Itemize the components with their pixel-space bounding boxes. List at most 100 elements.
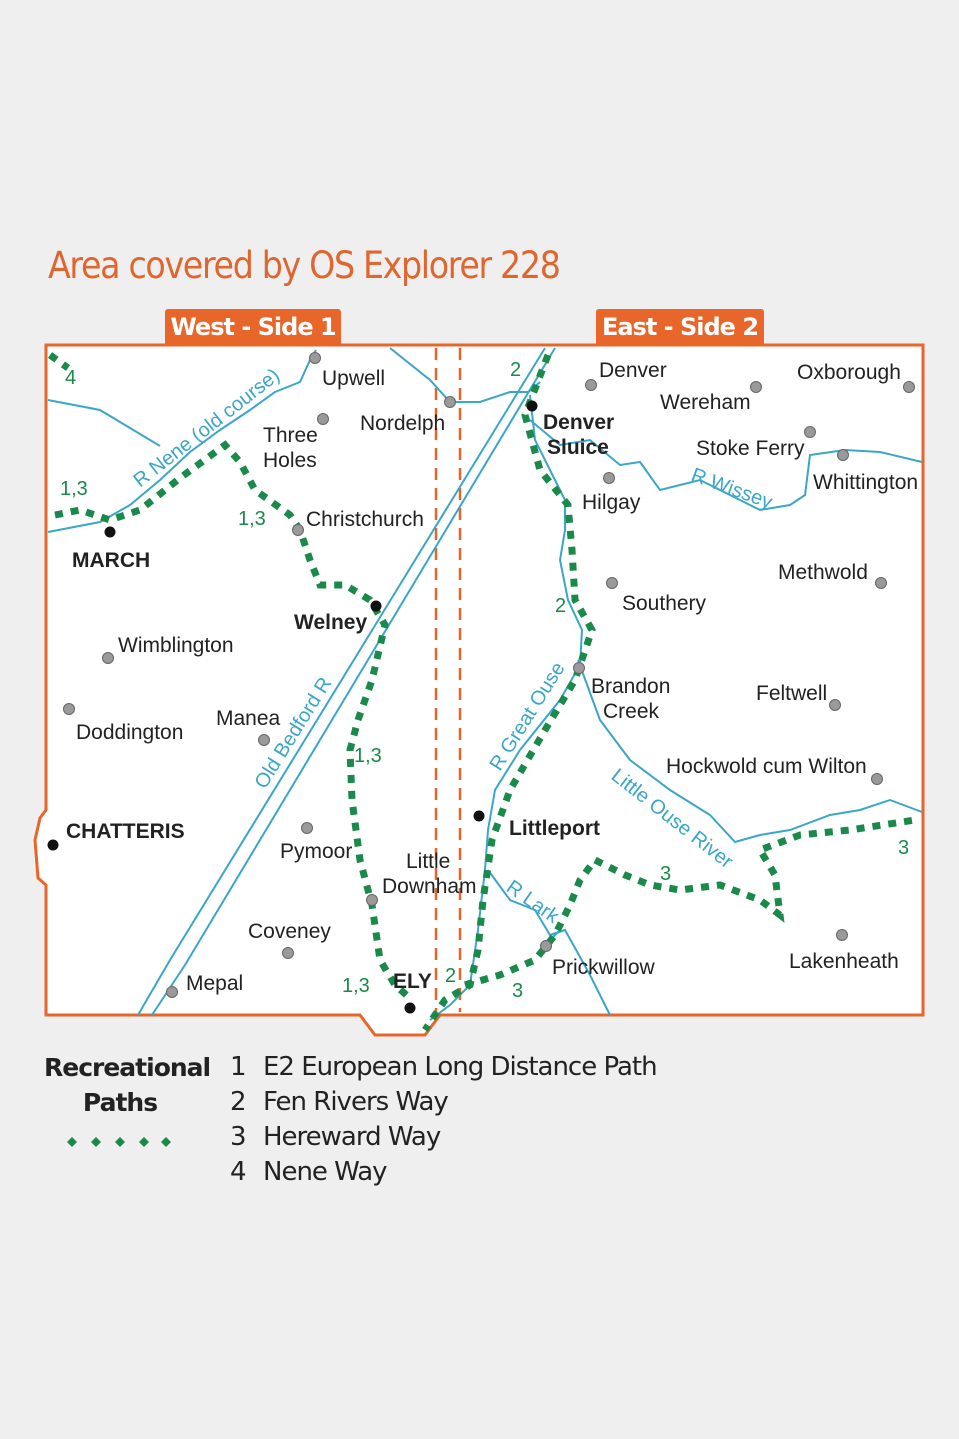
path-number-label: 3 (512, 980, 523, 1002)
town-label: Methwold (778, 561, 868, 584)
town-marker (63, 703, 75, 715)
town-marker (301, 822, 313, 834)
town-label: Downham (382, 875, 477, 898)
legend-item: 4 Nene Way (230, 1155, 657, 1190)
major-town-marker (47, 839, 59, 851)
legend-label: Hereward Way (263, 1122, 441, 1152)
town-marker (317, 413, 329, 425)
town-marker (166, 986, 178, 998)
town-marker (585, 379, 597, 391)
path-number-label: 2 (445, 965, 456, 987)
town-label: Denver (543, 411, 614, 434)
legend-label: Nene Way (263, 1157, 388, 1187)
town-label: Denver (599, 359, 667, 382)
town-marker (573, 662, 585, 674)
legend-item: 3 Hereward Way (230, 1120, 657, 1155)
path-number-label: 1,3 (238, 508, 266, 530)
town-label: Southery (622, 592, 707, 615)
town-marker (258, 734, 270, 746)
major-town-marker (370, 600, 382, 612)
town-label: CHATTERIS (66, 820, 185, 843)
path-number-label: 2 (555, 595, 566, 617)
legend-item: 1 E2 European Long Distance Path (230, 1050, 658, 1085)
town-marker (836, 929, 848, 941)
town-label: Holes (263, 449, 317, 472)
tab-west-side-1[interactable]: West - Side 1 (165, 309, 341, 345)
town-label: Oxborough (797, 361, 901, 384)
legend-label: E2 European Long Distance Path (263, 1052, 658, 1082)
legend-num: 1 (230, 1052, 247, 1082)
town-label: Doddington (76, 721, 183, 744)
town-label: Sluice (547, 436, 609, 459)
legend-title-line1: Recreational (44, 1053, 211, 1082)
major-town-marker (404, 1002, 416, 1014)
town-label: Wereham (660, 391, 751, 414)
town-label: ELY (393, 970, 432, 993)
town-marker (603, 472, 615, 484)
town-marker (871, 773, 883, 785)
town-label: Mepal (186, 972, 243, 995)
town-label: Hockwold cum Wilton (666, 755, 867, 778)
town-label: Upwell (322, 367, 385, 390)
town-label: Wimblington (118, 634, 234, 657)
town-marker (829, 699, 841, 711)
town-label: Brandon (591, 675, 670, 698)
map-area-outline (33, 343, 925, 1037)
town-marker (444, 396, 456, 408)
river-west-drain (47, 399, 161, 447)
path-number-label: 1,3 (354, 745, 382, 767)
path-number-label: 3 (898, 837, 909, 859)
river-lark (487, 869, 611, 1016)
river-nene-old-course (47, 349, 317, 533)
town-marker (309, 352, 321, 364)
town-label: Hilgay (582, 491, 641, 514)
path-nene-way (47, 352, 71, 371)
town-label: Prickwillow (552, 956, 656, 979)
town-label: Pymoor (280, 840, 352, 863)
legend-num: 3 (230, 1122, 247, 1152)
legend-num: 4 (230, 1157, 247, 1187)
path-legend-swatch (67, 1137, 171, 1147)
path-2-fen-rivers (422, 353, 596, 1032)
river-old-bedford-1 (137, 347, 546, 1016)
legend-title: Recreational Paths (44, 1050, 211, 1120)
town-label: Welney (294, 611, 367, 634)
town-label: Coveney (248, 920, 331, 943)
town-label: Christchurch (306, 508, 424, 531)
town-label: Stoke Ferry (696, 437, 805, 460)
town-marker (875, 577, 887, 589)
path-number-label: 1,3 (60, 478, 88, 500)
map-title: Area covered by OS Explorer 228 (48, 244, 561, 287)
town-label: Nordelph (360, 412, 445, 435)
town-label: Manea (216, 707, 281, 730)
path-number-label: 1,3 (342, 975, 370, 997)
town-marker (903, 381, 915, 393)
diamond-dots-icon (67, 1137, 171, 1147)
town-marker (292, 524, 304, 536)
major-town-marker (473, 810, 485, 822)
path-1-3-west (54, 440, 415, 1003)
town-marker (750, 381, 762, 393)
legend-num: 2 (230, 1087, 247, 1117)
legend-title-line2: Paths (82, 1088, 158, 1117)
town-label: Feltwell (756, 682, 827, 705)
river-old-bedford-2 (151, 347, 556, 1016)
path-number-label: 3 (660, 863, 671, 885)
path-number-label: 4 (65, 367, 76, 389)
town-label: Three (263, 424, 318, 447)
town-label: Lakenheath (789, 950, 899, 973)
town-marker (804, 426, 816, 438)
river-little-ouse (577, 659, 923, 844)
town-label: MARCH (72, 549, 150, 572)
town-marker (606, 577, 618, 589)
river-wissey (529, 419, 923, 512)
town-label: Creek (603, 700, 660, 723)
town-label: Littleport (509, 817, 600, 840)
tab-east-side-2[interactable]: East - Side 2 (596, 309, 764, 345)
town-label: Little (406, 850, 450, 873)
path-3-hereward (464, 816, 916, 989)
path-number-label: 2 (510, 359, 521, 381)
